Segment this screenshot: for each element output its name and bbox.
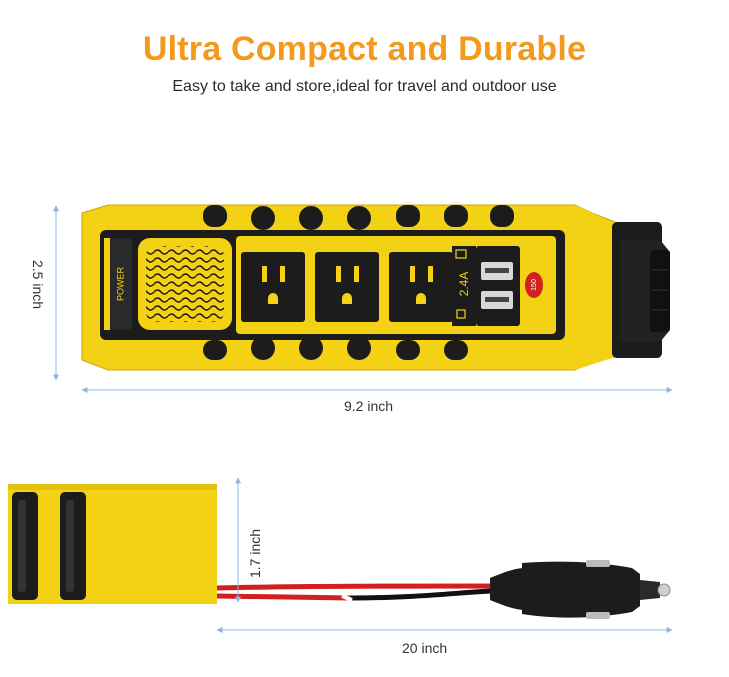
battery-icon	[456, 309, 466, 319]
cigarette-plug	[490, 560, 671, 619]
wattage-badge	[525, 272, 543, 298]
usb-port-1	[481, 262, 513, 280]
usb-rating-label: 2.4A	[457, 272, 471, 297]
inverter-top-view	[81, 204, 670, 371]
side-height-dimension-label: 1.7 inch	[247, 528, 263, 578]
page-title: Ultra Compact and Durable	[142, 30, 587, 68]
wattage-badge-text: 150	[531, 279, 538, 291]
power-label: POWER	[115, 267, 125, 302]
inverter-side-view	[8, 484, 217, 604]
ac-outlet-3	[389, 252, 453, 322]
height-dimension-label: 2.5 inch	[30, 260, 46, 310]
top-notches	[203, 205, 514, 230]
length-dimension-label: 9.2 inch	[344, 398, 394, 414]
bottom-notches	[203, 336, 468, 360]
ac-outlet-1	[241, 252, 305, 322]
phone-icon	[455, 249, 467, 259]
ac-outlet-2	[315, 252, 379, 322]
cable-length-dimension-label: 20 inch	[402, 640, 448, 656]
power-cable	[216, 583, 511, 602]
page-subtitle: Easy to take and store,ideal for travel …	[172, 78, 557, 95]
usb-port-2	[481, 291, 513, 309]
